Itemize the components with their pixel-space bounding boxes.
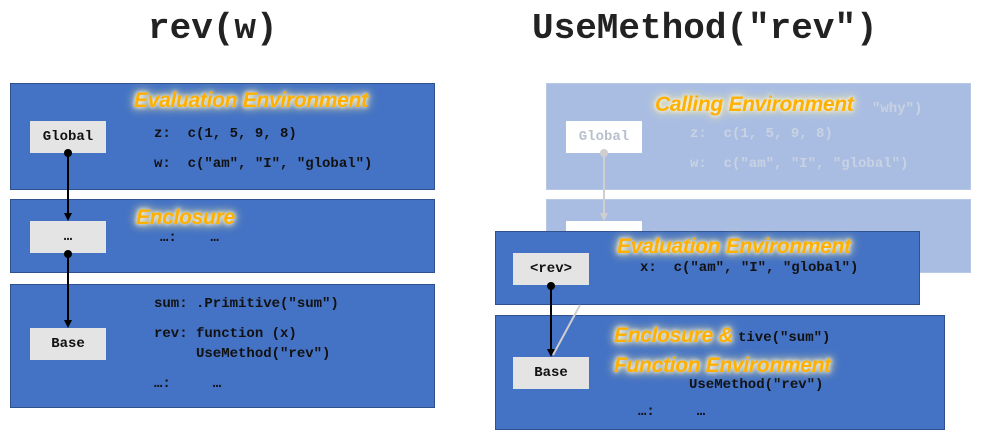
right-base-tag: Base [513,357,589,389]
left-evaluation-environment-label: Evaluation Environment [134,89,368,112]
right-calling-global-arrow [600,149,608,221]
right-base-binding-ellipsis: …: … [638,404,706,420]
right-diagonal-link [552,304,581,356]
left-global-tag: Global [30,121,106,153]
right-rev-tag: <rev> [513,253,589,285]
left-enclosure-tag: … [30,221,106,253]
left-base-binding-ellipsis: …: … [154,376,222,392]
left-base-binding-rev: rev: function (x) [154,326,297,342]
right-calling-global-tag: Global [566,121,642,153]
right-base-partial-sum: tive("sum") [738,330,831,346]
left-title: rev(w) [148,8,278,49]
right-calling-partial-text: "why") [872,101,923,117]
right-evaluation-environment-label: Evaluation Environment [617,235,851,258]
left-enclosure-binding: …: … [160,230,219,246]
left-global-to-enclosure-arrow [64,149,72,221]
right-title: UseMethod("rev") [532,8,878,49]
right-calling-enclosure-tag [566,221,642,233]
left-base-binding-rev-body: UseMethod("rev") [154,346,331,362]
left-global-binding-z: z: c(1, 5, 9, 8) [154,126,297,142]
right-enclosure-label-line2: Function Environment [614,354,831,377]
right-calling-environment-label: Calling Environment [655,93,854,116]
left-enclosure-label: Enclosure [136,206,235,229]
right-calling-binding-w: w: c("am", "I", "global") [690,156,909,172]
right-enclosure-label-line1: Enclosure & [614,324,734,347]
left-base-binding-sum: sum: .Primitive("sum") [154,296,339,312]
right-calling-binding-z: z: c(1, 5, 9, 8) [690,126,833,142]
right-rev-binding-x: x: c("am", "I", "global") [640,260,859,276]
left-global-binding-w: w: c("am", "I", "global") [154,156,373,172]
right-rev-to-base-arrow [547,282,555,357]
left-base-tag: Base [30,328,106,360]
right-base-binding-usemethod: UseMethod("rev") [689,377,824,393]
left-enclosure-to-base-arrow [64,250,72,328]
